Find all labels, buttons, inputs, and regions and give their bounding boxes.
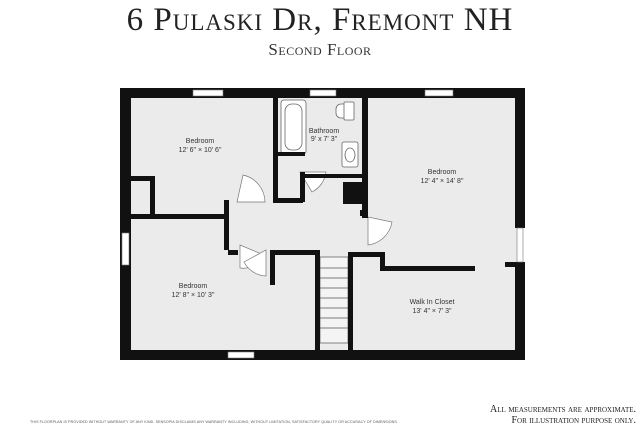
room-name-bathroom: Bathroom [309,128,340,135]
room-dims-bedroom-nw: 12' 6" × 10' 6" [179,147,222,154]
floor-subtitle: Second Floor [268,40,372,59]
windows [121,89,524,359]
room-name-bedroom-sw: Bedroom [179,283,208,290]
room-dims-bedroom-e: 12' 4" × 14' 8" [421,178,464,185]
measurement-note: All measurements are approximate. For il… [490,404,636,426]
room-name-walk-in-closet: Walk In Closet [410,299,455,306]
room-dims-walk-in-closet: 13' 4" × 7' 3" [413,308,452,315]
room-name-bedroom-nw: Bedroom [186,138,215,145]
page-title: 6 Pulaski Dr, Fremont NH [126,2,514,38]
measurement-note-line2: For illustration purpose only. [511,415,636,426]
room-dims-bedroom-sw: 12' 8" × 10' 3" [172,292,215,299]
disclaimer-text: THIS FLOORPLAN IS PROVIDED WITHOUT WARRA… [30,420,398,424]
measurement-note-line1: All measurements are approximate. [490,404,636,415]
room-name-bedroom-e: Bedroom [428,169,457,176]
staircase [319,256,349,344]
room-dims-bathroom: 9' x 7' 3" [311,136,338,143]
